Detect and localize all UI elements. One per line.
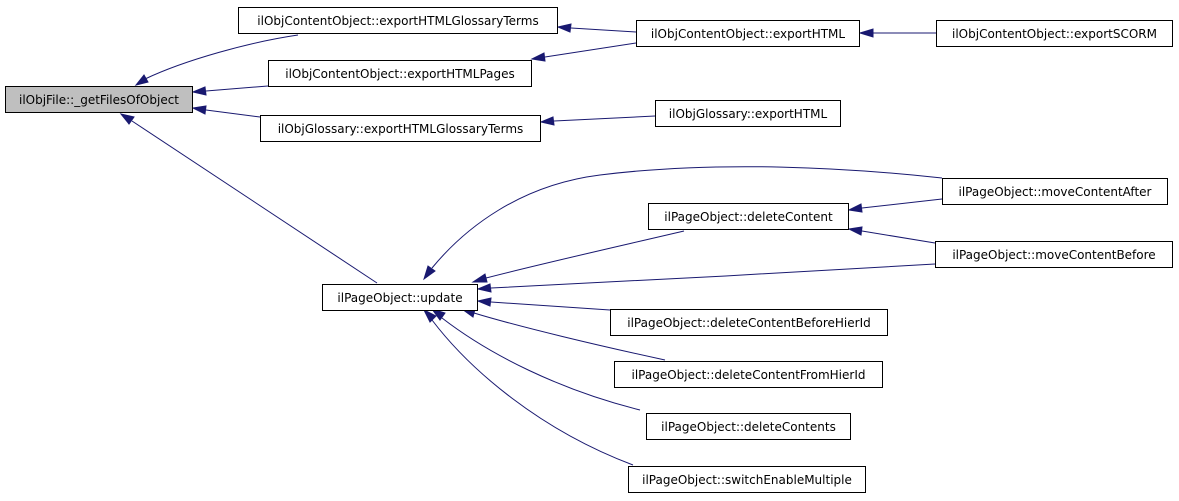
node-exportHTMLGlossaryTerms[interactable]: ilObjContentObject::exportHTMLGlossaryTe… [238,7,558,34]
node-glossary-exportHTMLGlossaryTerms[interactable]: ilObjGlossary::exportHTMLGlossaryTerms [260,115,541,142]
node-exportHTML[interactable]: ilObjContentObject::exportHTML [636,20,860,47]
edge-moveContentBefore-to-deleteContent [861,230,936,244]
node-glossary-exportHTML[interactable]: ilObjGlossary::exportHTML [655,100,841,127]
arrowhead [530,52,546,62]
edge-glossary-exportHTML-to-glossary-exportHTMLGlossaryTerms [553,115,656,122]
node-deleteContent[interactable]: ilPageObject::deleteContent [648,203,849,230]
edge-deleteContent-to-update [485,230,685,279]
node-update[interactable]: ilPageObject::update [322,284,478,311]
arrowhead [471,273,488,283]
edge-deleteContentFromHierId-to-update [473,312,666,361]
edge-exportHTMLGlossaryTerms-to-getFilesOfObject [144,34,299,80]
arrowhead [191,105,207,115]
node-getFilesOfObject: ilObjFile::_getFilesOfObject [5,86,193,113]
edge-deleteContentBeforeHierId-to-update [490,301,611,311]
arrowhead [422,308,437,323]
edge-glossary-exportHTMLGlossaryTerms-to-getFilesOfObject [205,109,261,118]
edge-exportHTMLPages-to-getFilesOfObject [205,85,269,92]
arrowhead [847,203,863,213]
node-exportHTMLPages[interactable]: ilObjContentObject::exportHTMLPages [268,60,532,87]
edge-update-to-getFilesOfObject [131,120,378,284]
edge-moveContentBefore-to-update [490,263,936,289]
arrowhead [119,113,135,125]
node-exportSCORM[interactable]: ilObjContentObject::exportSCORM [936,20,1173,47]
arrowhead [191,86,207,96]
edge-moveContentAfter-to-update [431,166,943,269]
arrowhead [476,297,492,307]
node-moveContentAfter[interactable]: ilPageObject::moveContentAfter [942,178,1168,205]
node-deleteContentBeforeHierId[interactable]: ilPageObject::deleteContentBeforeHierId [610,309,888,336]
edge-switchEnableMultiple-to-update [431,319,634,466]
node-deleteContentFromHierId[interactable]: ilPageObject::deleteContentFromHierId [614,361,883,388]
node-moveContentBefore[interactable]: ilPageObject::moveContentBefore [935,241,1173,268]
node-switchEnableMultiple[interactable]: ilPageObject::switchEnableMultiple [628,466,866,493]
arrowhead [430,308,446,321]
edge-moveContentAfter-to-deleteContent [861,198,943,209]
arrowhead [134,74,149,86]
arrowhead [476,283,492,293]
arrowhead [858,28,874,38]
edge-deleteContents-to-update [441,317,641,411]
edge-exportHTML-to-exportHTMLGlossaryTerms [570,27,637,33]
node-deleteContents[interactable]: ilPageObject::deleteContents [646,413,851,440]
arrowhead [539,116,555,126]
edge-exportHTML-to-exportHTMLPages [544,42,637,58]
arrowhead [847,226,863,236]
arrowhead [556,23,572,33]
arrowhead [423,265,436,281]
